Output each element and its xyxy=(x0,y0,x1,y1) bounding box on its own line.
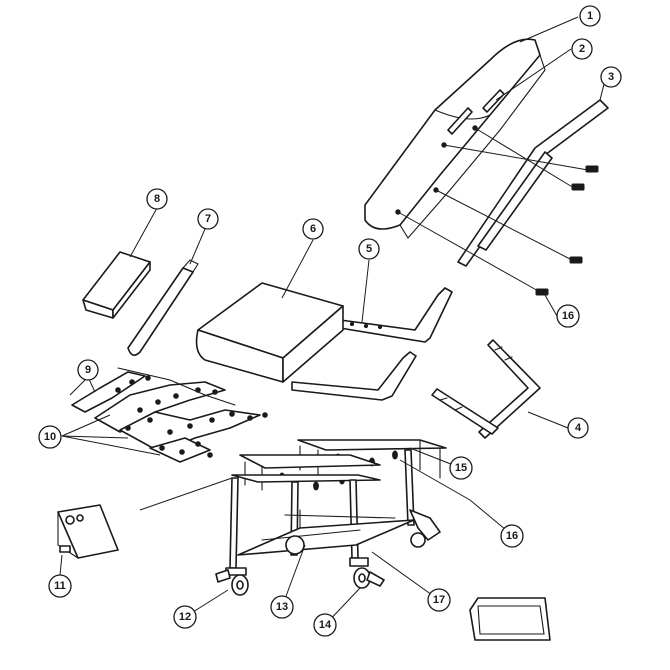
callout-13: 13 xyxy=(270,595,294,619)
svg-text:12: 12 xyxy=(179,611,191,623)
svg-text:2: 2 xyxy=(579,43,585,55)
leader-lines xyxy=(59,16,606,626)
callout-10: 10 xyxy=(38,425,62,449)
svg-text:10: 10 xyxy=(44,431,56,443)
armrest-pad-long xyxy=(127,259,199,356)
side-bracket-plate xyxy=(57,504,119,559)
svg-text:5: 5 xyxy=(366,243,372,255)
svg-text:4: 4 xyxy=(575,422,582,434)
callout-1: 1 xyxy=(579,5,601,27)
svg-text:3: 3 xyxy=(608,71,614,83)
svg-text:17: 17 xyxy=(433,594,445,606)
callout-17: 17 xyxy=(427,588,451,612)
callout-15: 15 xyxy=(449,456,473,480)
armrest-pad-block xyxy=(82,251,151,319)
lower-seat-frame xyxy=(239,454,381,491)
callout-14: 14 xyxy=(313,613,337,637)
callout-16-upper: 16 xyxy=(556,304,580,328)
back-cushion xyxy=(364,38,546,239)
callout-5: 5 xyxy=(358,238,380,260)
rear-caster xyxy=(349,557,385,589)
mechanism-rivets xyxy=(115,375,268,458)
svg-text:14: 14 xyxy=(319,619,332,631)
svg-text:16: 16 xyxy=(562,310,574,322)
svg-text:1: 1 xyxy=(587,10,593,22)
legrest-frame xyxy=(431,339,541,439)
recline-mechanism xyxy=(71,367,268,463)
svg-text:16: 16 xyxy=(506,530,518,542)
callout-11: 11 xyxy=(48,574,72,598)
svg-text:11: 11 xyxy=(54,580,66,592)
callout-12: 12 xyxy=(173,605,197,629)
svg-text:6: 6 xyxy=(310,223,316,235)
svg-text:13: 13 xyxy=(276,601,288,613)
footplate xyxy=(469,597,551,641)
svg-text:7: 7 xyxy=(205,213,211,225)
callout-8: 8 xyxy=(146,188,168,210)
base-frame xyxy=(229,449,441,569)
callout-2: 2 xyxy=(571,38,593,60)
callout-6: 6 xyxy=(302,218,324,240)
callout-4: 4 xyxy=(567,417,589,439)
front-caster xyxy=(215,567,249,596)
callout-9: 9 xyxy=(77,359,99,381)
back-frame xyxy=(457,99,609,267)
seat-cushion xyxy=(195,282,344,383)
svg-text:8: 8 xyxy=(154,193,160,205)
seat-side-rails xyxy=(291,287,453,401)
svg-text:9: 9 xyxy=(85,364,91,376)
back-screws xyxy=(397,127,599,296)
back-brackets xyxy=(395,89,505,215)
callout-7: 7 xyxy=(197,208,219,230)
svg-text:15: 15 xyxy=(455,462,467,474)
callout-16-lower: 16 xyxy=(500,524,524,548)
callout-3: 3 xyxy=(600,66,622,88)
